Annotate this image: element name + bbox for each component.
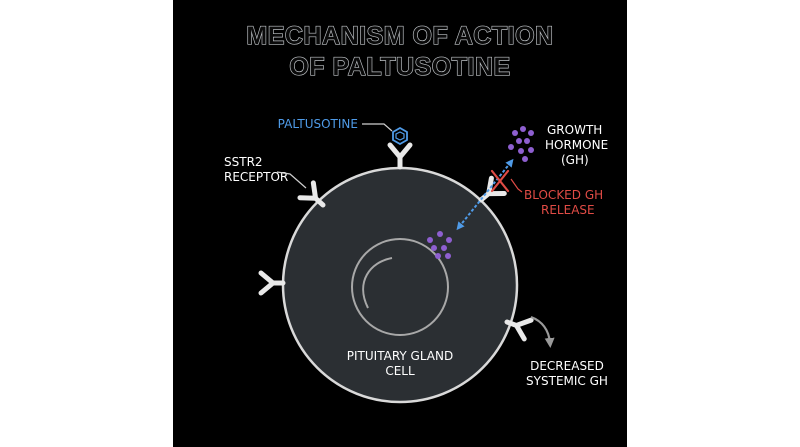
receptor-top <box>387 142 413 170</box>
label-receptor-line-2: RECEPTOR <box>224 170 288 184</box>
title-line-2: OF PALTUSOTINE <box>289 53 510 81</box>
molecule-icon <box>392 126 408 146</box>
label-cell-line-2: CELL <box>385 364 415 378</box>
label-decreased-line-1: DECREASED <box>530 359 604 373</box>
label-paltusotine: PALTUSOTINE <box>278 117 358 131</box>
label-gh-line-2: HORMONE <box>545 138 608 152</box>
paltusotine-leader-line <box>362 123 393 132</box>
label-cell-line-1: PITUITARY GLAND <box>347 349 453 363</box>
cell-nucleus <box>351 238 449 336</box>
label-gh-line-1: GROWTH <box>547 123 602 137</box>
gh-cluster-inside <box>427 231 452 259</box>
label-gh-line-3: (GH) <box>561 153 589 167</box>
blocked-leader-line <box>510 178 523 193</box>
receptor-upper-left <box>297 180 326 208</box>
gh-cluster-outside <box>508 126 534 162</box>
gh-release-arrow <box>456 158 514 231</box>
curved-arrow-icon <box>530 315 555 348</box>
receptor-leader-line <box>276 171 307 189</box>
label-blocked-line-1: BLOCKED GH <box>524 188 603 202</box>
label-receptor-line-1: SSTR2 <box>224 155 263 169</box>
receptor-lower-right <box>504 317 534 342</box>
nucleus-highlight <box>362 257 393 309</box>
title-line-1: MECHANISM OF ACTION <box>246 22 553 50</box>
x-mark-icon <box>490 169 510 193</box>
receptor-left <box>258 270 286 296</box>
label-decreased-line-2: SYSTEMIC GH <box>526 374 608 388</box>
label-blocked-line-2: RELEASE <box>541 203 595 217</box>
